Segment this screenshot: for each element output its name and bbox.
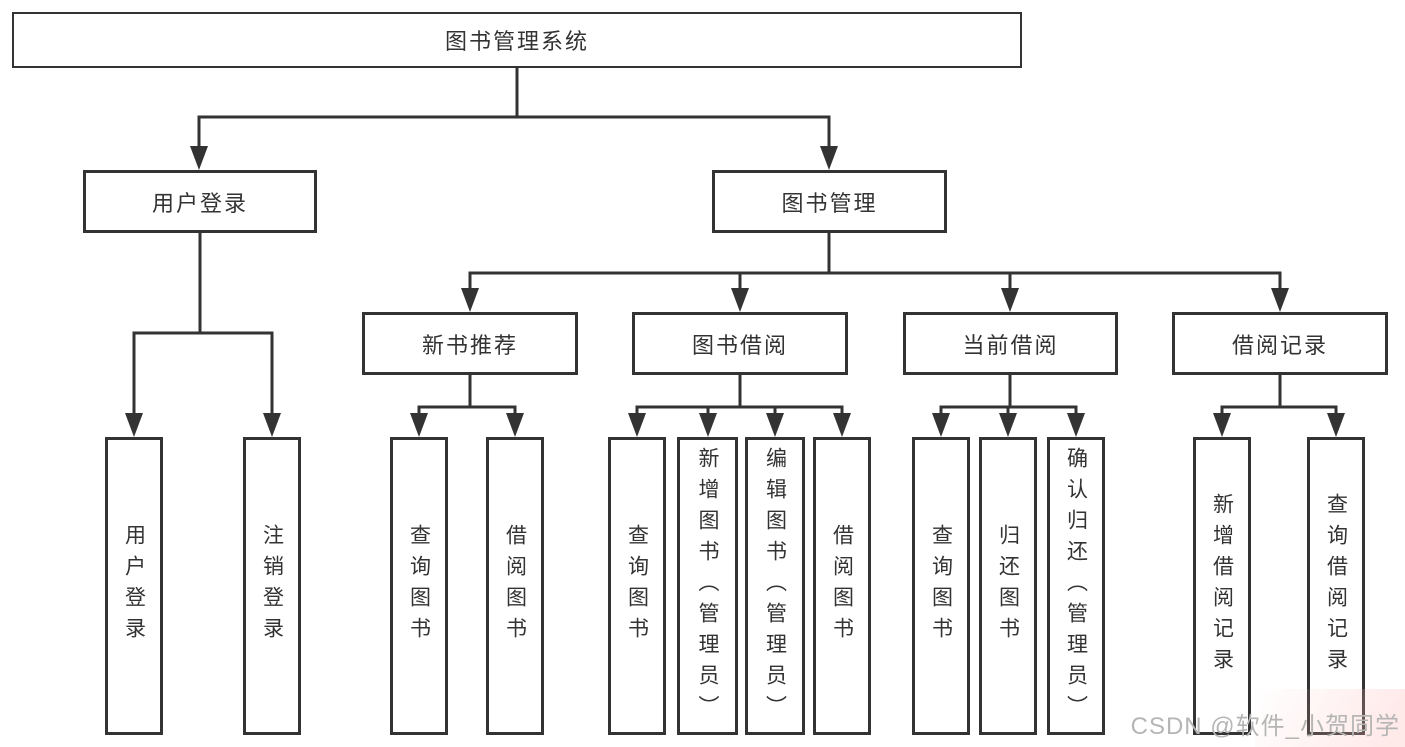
arrowhead-icon (999, 413, 1017, 437)
leaf-query-books-recommend: 查询图书 (390, 437, 448, 735)
leaf-user-login: 用户登录 (105, 437, 163, 735)
node-user-login: 用户登录 (83, 170, 317, 233)
leaf-logout: 注销登录 (243, 437, 301, 735)
arrowhead-icon (1001, 288, 1019, 312)
arrowhead-icon (461, 288, 479, 312)
node-book-borrow: 图书借阅 (632, 312, 848, 375)
connector-root-to-level2 (190, 68, 838, 170)
connector-book-borrow-to-leaves (628, 375, 851, 437)
leaf-query-borrow-record: 查询借阅记录 (1307, 437, 1365, 735)
leaf-add-borrow-record: 新增借阅记录 (1193, 437, 1251, 735)
connector-new-book-recommend-to-leaves (410, 375, 524, 437)
connector-book-management-to-level3 (461, 233, 1289, 312)
leaf-borrow-books-recommend: 借阅图书 (486, 437, 544, 735)
node-root-system: 图书管理系统 (12, 12, 1022, 68)
arrowhead-icon (1213, 413, 1231, 437)
watermark: CSDN @软件_小贺同学 (1130, 713, 1400, 740)
arrowhead-icon (1327, 413, 1345, 437)
arrowhead-icon (1067, 413, 1085, 437)
arrowhead-icon (932, 413, 950, 437)
leaf-return-book: 归还图书 (979, 437, 1037, 735)
arrowhead-icon (1271, 288, 1289, 312)
node-current-borrow: 当前借阅 (903, 312, 1118, 375)
leaf-query-books-borrow: 查询图书 (608, 437, 666, 735)
connector-user-login-to-leaves (125, 233, 281, 437)
arrowhead-icon (628, 413, 646, 437)
arrowhead-icon (263, 413, 281, 437)
connector-borrow-records-to-leaves (1213, 375, 1345, 437)
arrowhead-icon (731, 288, 749, 312)
arrowhead-icon (766, 413, 784, 437)
arrowhead-icon (506, 413, 524, 437)
leaf-confirm-return-admin: 确认归还（管理员） (1047, 437, 1105, 735)
node-new-book-recommend: 新书推荐 (362, 312, 578, 375)
arrowhead-icon (833, 413, 851, 437)
arrowhead-icon (190, 146, 208, 170)
leaf-query-books-current: 查询图书 (912, 437, 970, 735)
leaf-borrow-books: 借阅图书 (813, 437, 871, 735)
leaf-add-book-admin: 新增图书（管理员） (677, 437, 738, 735)
arrowhead-icon (125, 413, 143, 437)
connector-current-borrow-to-leaves (932, 375, 1085, 437)
arrowhead-icon (820, 146, 838, 170)
node-borrow-records: 借阅记录 (1172, 312, 1388, 375)
arrowhead-icon (410, 413, 428, 437)
leaf-edit-book-admin: 编辑图书（管理员） (745, 437, 805, 735)
arrowhead-icon (699, 413, 717, 437)
node-book-management: 图书管理 (712, 170, 947, 233)
